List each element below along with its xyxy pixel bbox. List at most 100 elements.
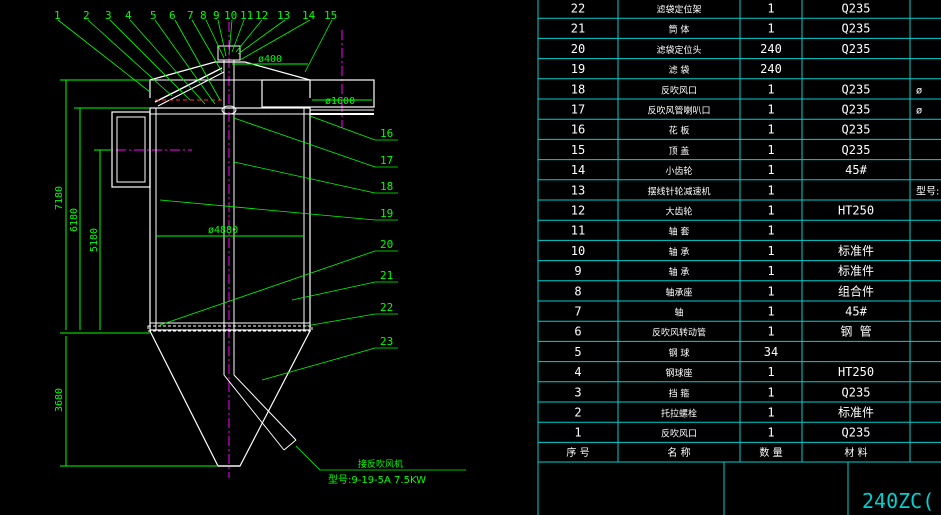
bom-cell-name: 钢 球 [669,347,690,359]
bom-cell-name: 反吹风转动管 [652,327,706,339]
bom-cell-no: 21 [571,22,585,36]
bom-cell-mat: Q235 [842,82,871,96]
bom-cell-qty: 1 [767,143,774,157]
balloon-10: 10 [224,9,237,22]
bom-cell-mat: Q235 [842,103,871,117]
bom-cell-mat: Q235 [842,143,871,157]
bearing-seat [221,105,237,115]
callout-20: 20 [380,238,393,251]
bom-cell-name: 钢球座 [665,367,692,379]
bom-cell-no: 4 [574,365,581,379]
blowback-pipe-2 [233,374,297,441]
bom-cell-name: 托拉螺栓 [661,408,697,420]
bom-cell-mat: Q235 [842,22,871,36]
bom-cell-name: 轴承座 [665,286,692,298]
bom-cell-qty: 1 [767,244,774,258]
top-dia-label: ø400 [258,54,282,65]
bom-cell-qty: 1 [767,284,774,298]
title-block-drawing-no: 240ZC( [862,489,934,513]
bom-cell-no: 2 [574,406,581,420]
bom-cell-name: 轴 [674,307,683,319]
bom-cell-no: 8 [574,284,581,298]
bom-cell-qty: 1 [767,365,774,379]
bom-cell-qty: 1 [767,406,774,420]
bom-cell-no: 13 [571,183,585,197]
bom-cell-name: 挡 箍 [669,387,690,399]
fan-note-line1: 接反吹风机 [358,458,403,470]
bom-cell-qty: 1 [767,163,774,177]
bom-cell-qty: 1 [767,123,774,137]
balloon-14: 14 [302,9,316,22]
balloon-12: 12 [255,9,268,22]
bom-cell-name: 小齿轮 [665,165,692,177]
bom-cell-mat: HT250 [838,204,874,218]
bom-cell-mat: 45# [845,163,867,177]
bom-cell-qty: 1 [767,385,774,399]
bom-cell-no: 16 [571,123,585,137]
bom-cell-no: 5 [574,345,581,359]
bom-cell-mat: 钢 管 [840,324,871,339]
balloon-4: 4 [125,9,132,22]
bom-cell-name: 轴 套 [669,226,690,238]
bom-cell-mat: Q235 [842,2,871,16]
bom-header-no: 序 号 [566,446,589,459]
bom-cell-no: 1 [574,426,581,440]
bom-cell-mat: Q235 [842,123,871,137]
bom-cell-qty: 1 [767,204,774,218]
bom-cell-no: 7 [574,305,581,319]
bom-cell-no: 22 [571,2,585,16]
bom-cell-name: 反吹风管喇叭口 [647,105,710,117]
balloon-1: 1 [54,9,61,22]
bom-cell-name: 大齿轮 [665,206,692,218]
bom-cell-qty: 1 [767,224,774,238]
balloon-5: 5 [150,9,157,22]
bom-cell-no: 18 [571,82,585,96]
top-leaders [57,19,333,105]
bom-cell-no: 12 [571,204,585,218]
balloon-3: 3 [105,9,112,22]
bom-cell-mat: Q235 [842,385,871,399]
bom-cell-no: 6 [574,325,581,339]
body-dia-label: ø4880 [208,225,238,236]
bom-cell-name: 筒 体 [669,24,690,36]
callout-18: 18 [380,180,393,193]
bom-cell-no: 14 [571,163,585,177]
bom-cell-no: 11 [571,224,585,238]
outlet-duct [261,79,375,108]
bom-cell-qty: 1 [767,82,774,96]
balloon-7: 7 [187,9,194,22]
balloon-13: 13 [277,9,290,22]
bom-cell-mat: HT250 [838,365,874,379]
bom-cell-no: 20 [571,42,585,56]
fan-note-line2: 型号:9-19-5A 7.5KW [328,473,426,486]
bom-cell-name: 滤袋定位头 [656,44,701,56]
bom-cell-name: 轴 承 [669,266,690,278]
bom-cell-mat: Q235 [842,426,871,440]
dim-h-total: 7180 [54,186,65,210]
side-leaders [159,115,398,381]
vertical-dimensions [60,79,218,467]
bom-cell-mat: 组合件 [838,283,874,298]
bom-cell-no: 3 [574,385,581,399]
balloon-15: 15 [324,9,337,22]
bom-cell-name: 轴 承 [669,246,690,258]
bom-cell-extra: ø [916,85,922,96]
bom-cell-no: 9 [574,264,581,278]
cylinder-body [149,107,311,331]
bom-cell-qty: 1 [767,305,774,319]
bom-cell-qty: 1 [767,183,774,197]
cone-hopper [149,330,311,467]
balloon-2: 2 [83,9,90,22]
callout-23: 23 [380,335,393,348]
blowback-pipe [223,374,285,451]
bom-cell-no: 19 [571,62,585,76]
callout-16: 16 [380,127,393,140]
balloon-6: 6 [169,9,176,22]
bom-cell-no: 17 [571,103,585,117]
callout-21: 21 [380,269,393,282]
bom-cell-name: 滤 袋 [669,64,690,76]
bom-cell-qty: 1 [767,22,774,36]
bottom-ring [147,325,313,332]
